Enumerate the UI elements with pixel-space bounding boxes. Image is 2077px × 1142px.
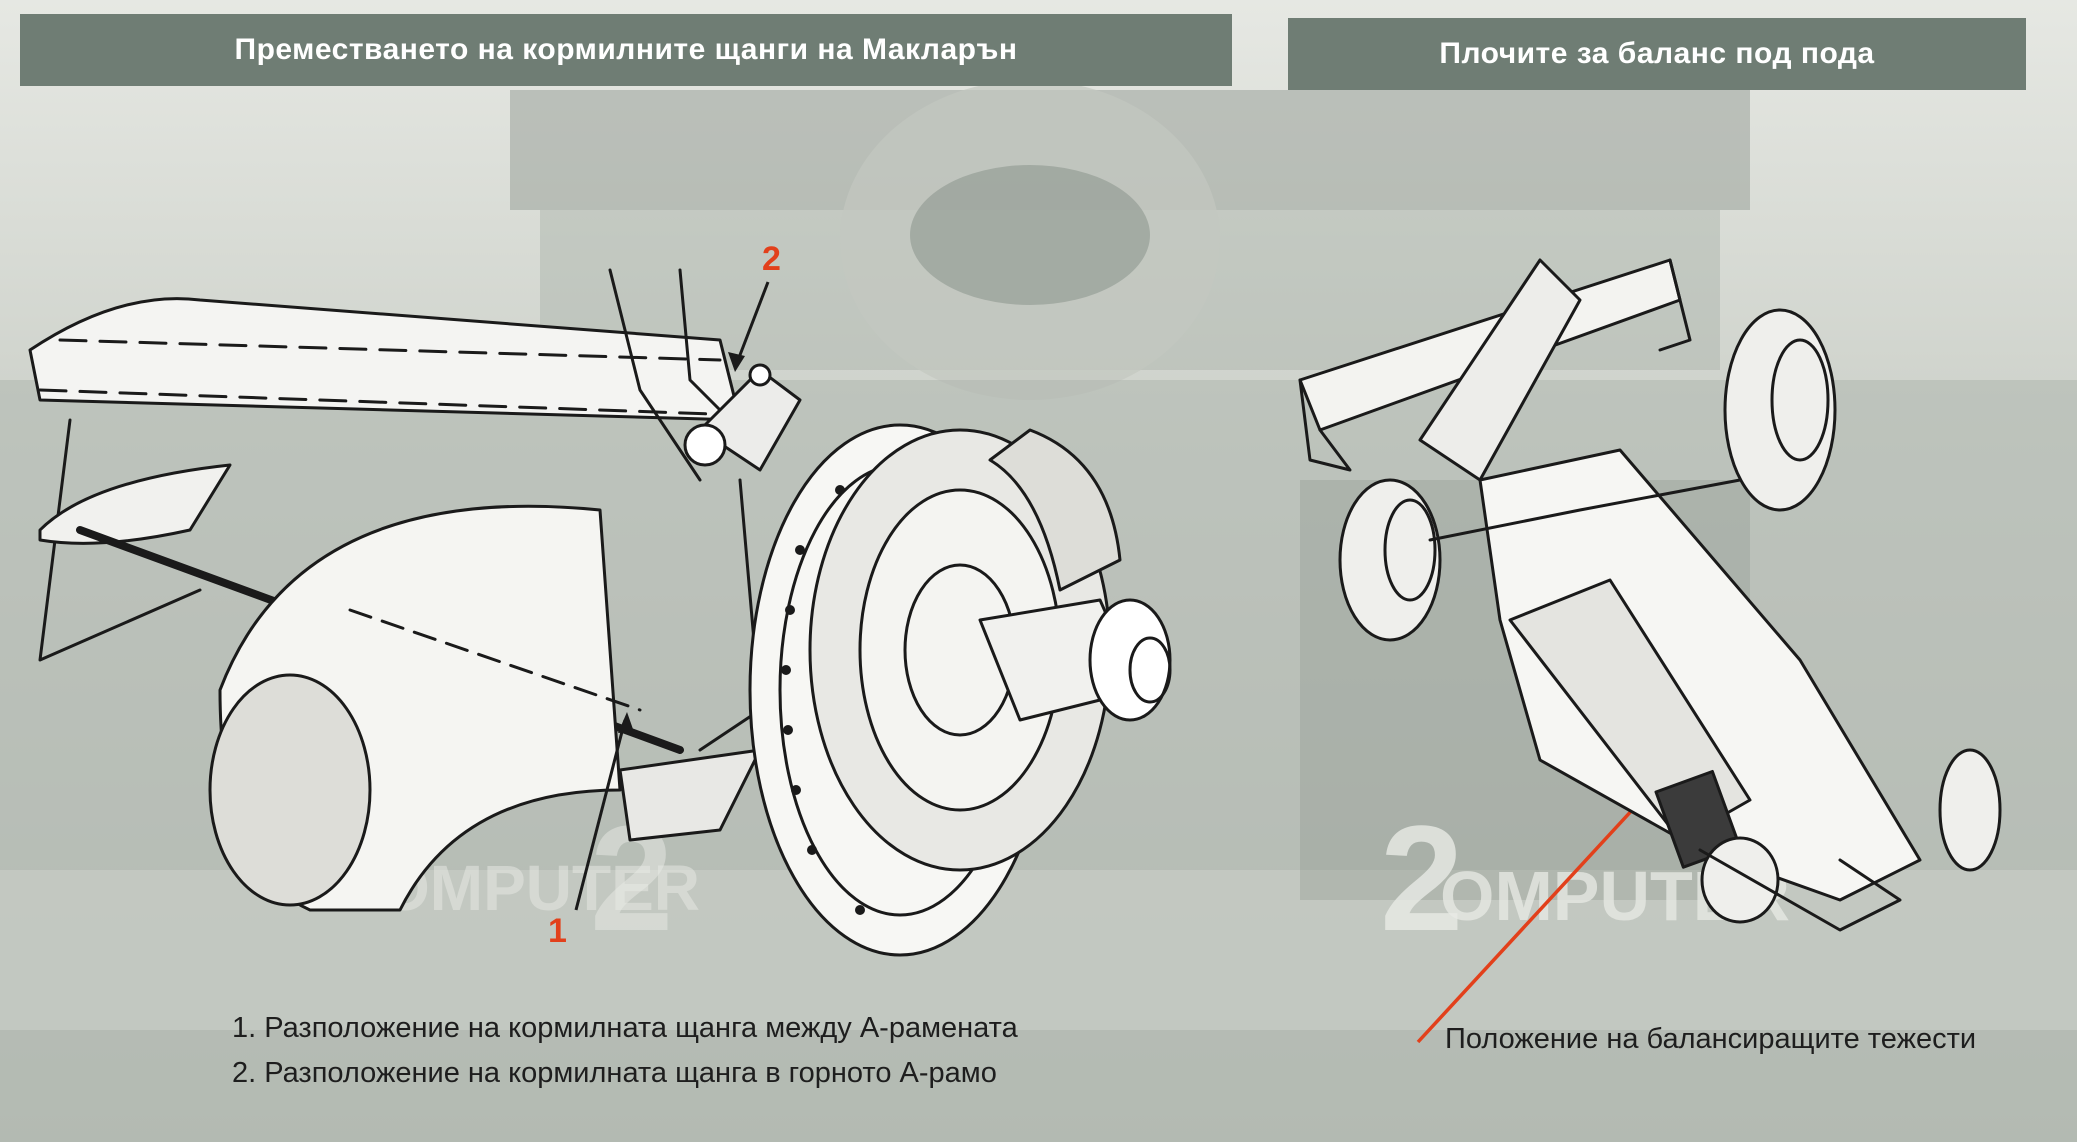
callout-number-2: 2 — [762, 240, 781, 278]
header-right: Плочите за баланс под пода — [1288, 18, 2026, 90]
caption-steering-rod-between-arms: 1. Разположение на кормилната щанга межд… — [232, 1012, 1018, 1044]
header-left: Преместването на кормилните щанги на Мак… — [20, 14, 1232, 86]
caption-steering-rod-upper-arm: 2. Разположение на кормилната щанга в го… — [232, 1057, 997, 1089]
caption-balance-weights: Положение на балансиращите тежести — [1445, 1023, 1977, 1055]
front-suspension-drawing — [28, 268, 1172, 957]
callout-number-1: 1 — [548, 912, 567, 950]
underfloor-car-drawing — [1298, 258, 2002, 932]
bg-sponsor-left: OMPUTER — [380, 852, 700, 924]
